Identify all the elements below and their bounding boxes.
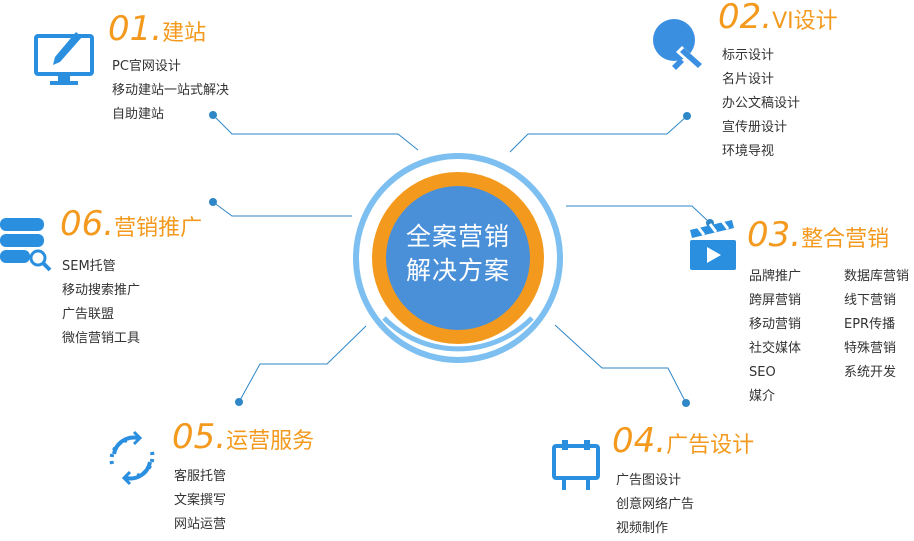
section-01-title: 建站: [162, 21, 207, 46]
section-03-list-right: 数据库营销 线下营销 EPR传播 特殊营销 系统开发: [844, 265, 909, 385]
list-item: 媒介: [749, 389, 776, 404]
section-04-title: 广告设计: [666, 433, 755, 458]
list-item: 文案撰写: [174, 493, 227, 508]
list-item: 社交媒体: [749, 341, 802, 356]
list-item: 品牌推广: [749, 269, 802, 284]
outer-arc: [382, 316, 534, 352]
center-line-1: 全案营销: [405, 222, 510, 251]
list-item: 名片设计: [722, 72, 775, 87]
list-item: EPR传播: [844, 317, 896, 332]
list-item: 特殊营销: [844, 341, 897, 356]
list-item: 数据库营销: [844, 269, 910, 284]
connector-dot-01: [209, 111, 217, 119]
section-04-list: 广告图设计 创意网络广告 视频制作: [616, 469, 694, 541]
section-05-title: 运营服务: [226, 429, 315, 454]
list-item: 系统开发: [844, 365, 897, 380]
connector-04: [554, 324, 687, 404]
palette-brush-icon: [653, 19, 704, 72]
list-item: 微信营销工具: [62, 331, 141, 346]
connector-06: [212, 201, 352, 217]
section-05-heading: 05.运营服务: [172, 420, 314, 454]
center-disc: [386, 186, 530, 330]
database-search-icon: [0, 218, 52, 272]
list-item: 客服托管: [174, 469, 227, 484]
list-item: 移动建站一站式解决: [112, 83, 230, 98]
section-04-number: 04.: [612, 421, 667, 461]
connector-dot-05: [235, 398, 243, 406]
connector-dot-04: [682, 399, 690, 407]
list-item: 标示设计: [722, 48, 775, 63]
list-item: 视频制作: [616, 521, 669, 536]
connector-03: [566, 205, 711, 224]
list-item: 广告图设计: [616, 473, 682, 488]
connector-05: [238, 325, 367, 403]
billboard-icon: [552, 440, 600, 490]
list-item: 宣传册设计: [722, 120, 788, 135]
connector-01: [212, 114, 419, 151]
center-label: 全案营销 解决方案: [373, 220, 543, 288]
section-02-heading: 02.VI设计: [718, 0, 838, 34]
list-item: 跨屏营销: [749, 293, 802, 308]
connector-02: [509, 115, 688, 153]
section-03-title: 整合营销: [801, 227, 890, 252]
list-item: 移动搜索推广: [62, 283, 141, 298]
connector-dot-02: [683, 112, 691, 120]
list-item: PC官网设计: [112, 59, 181, 74]
center-line-2: 解决方案: [405, 256, 510, 285]
list-item: 线下营销: [844, 293, 897, 308]
outer-ring: [353, 153, 563, 363]
list-item: 网站运营: [174, 517, 227, 532]
list-item: 环境导视: [722, 144, 775, 159]
section-06-title: 营销推广: [114, 216, 203, 241]
monitor-pen-icon: [34, 32, 94, 85]
list-item: SEO: [749, 365, 776, 380]
section-06-heading: 06.营销推广: [60, 207, 202, 241]
list-item: 办公文稿设计: [722, 96, 801, 111]
section-06-list: SEM托管 移动搜索推广 广告联盟 微信营销工具: [62, 255, 140, 351]
section-03-heading: 03.整合营销: [747, 218, 889, 252]
section-01-list: PC官网设计 移动建站一站式解决 自助建站: [112, 55, 229, 127]
section-01-heading: 01.建站: [108, 12, 206, 46]
section-01-number: 01.: [108, 9, 163, 49]
section-05-number: 05.: [172, 417, 227, 457]
list-item: 移动营销: [749, 317, 802, 332]
section-06-number: 06.: [60, 204, 115, 244]
section-02-title: VI设计: [772, 9, 838, 34]
list-item: 自助建站: [112, 107, 165, 122]
section-02-number: 02.: [718, 0, 773, 37]
section-03-list-left: 品牌推广 跨屏营销 移动营销 社交媒体 SEO 媒介: [749, 265, 801, 409]
section-02-list: 标示设计 名片设计 办公文稿设计 宣传册设计 环境导视: [722, 44, 800, 164]
connector-dot-06: [209, 198, 217, 206]
list-item: SEM托管: [62, 259, 116, 274]
section-04-heading: 04.广告设计: [612, 424, 754, 458]
clapperboard-icon: [690, 220, 736, 270]
refresh-cycle-icon: [109, 430, 155, 486]
section-05-list: 客服托管 文案撰写 网站运营: [174, 465, 226, 537]
section-03-number: 03.: [747, 215, 802, 255]
list-item: 广告联盟: [62, 307, 115, 322]
list-item: 创意网络广告: [616, 497, 695, 512]
